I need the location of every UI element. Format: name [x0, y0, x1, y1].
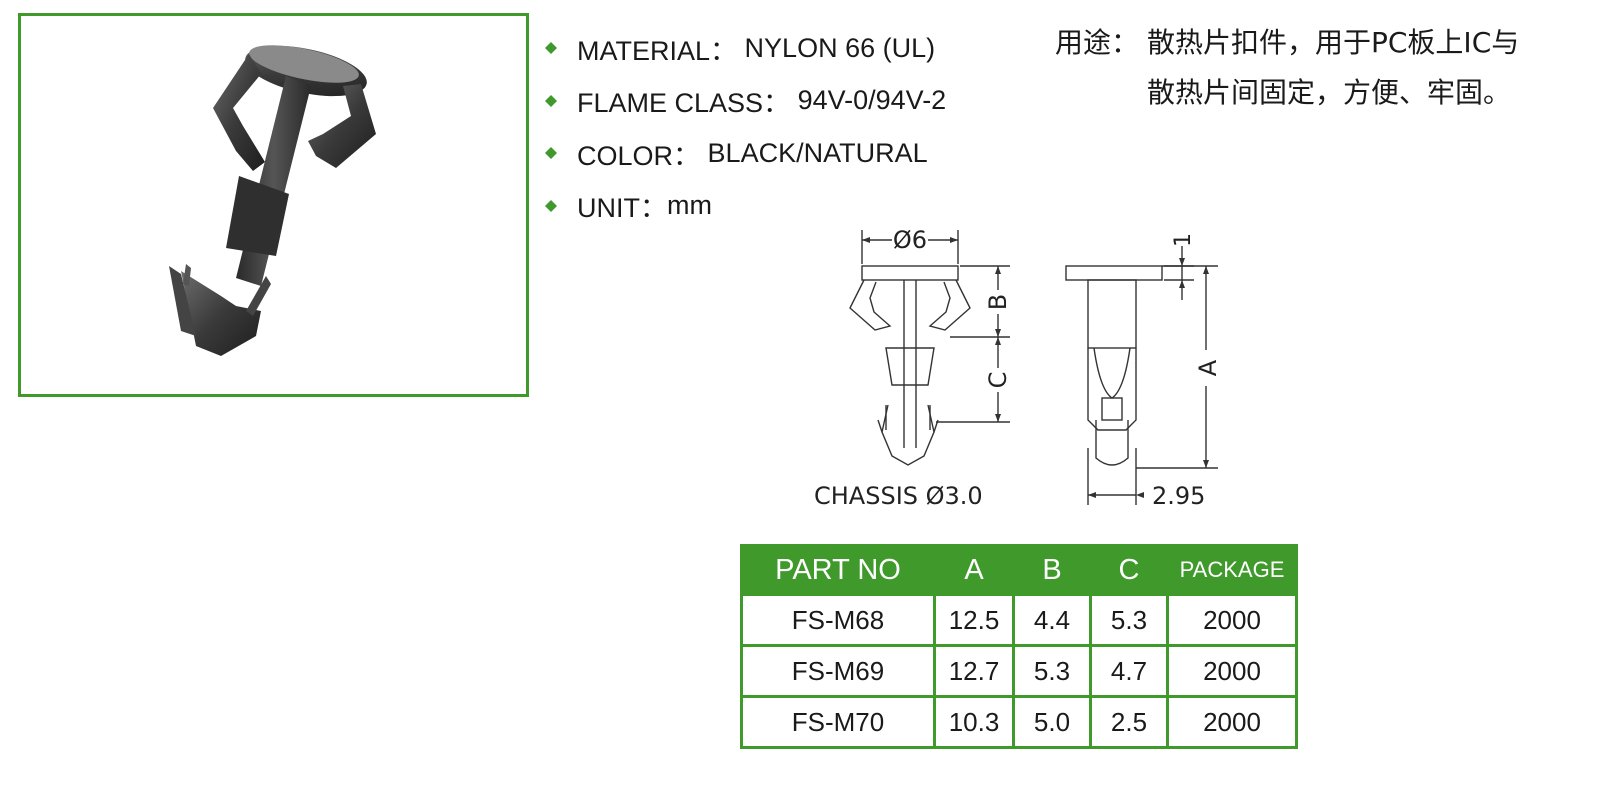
part-table: PART NO A B C PACKAGE FS-M68 12.5 4.4 5.…: [740, 544, 1298, 749]
spec-value: BLACK/NATURAL: [707, 137, 928, 168]
product-photo: [169, 45, 376, 356]
cell-c: 4.7: [1089, 644, 1169, 698]
dim-width-label: 2.95: [1152, 482, 1205, 510]
spec-label: COLOR：: [577, 140, 701, 171]
spec-list: MATERIAL： NYLON 66 (UL) FLAME CLASS： 94V…: [545, 22, 946, 232]
usage-description: 用途： 散热片扣件，用于PC板上IC与 散热片间固定，方便、牢固。: [1055, 18, 1519, 118]
cell-a: 12.7: [933, 644, 1015, 698]
cell-a: 10.3: [933, 695, 1015, 749]
table-row: FS-M69 12.7 5.3 4.7 2000: [740, 644, 1298, 698]
table-row: FS-M70 10.3 5.0 2.5 2000: [740, 695, 1298, 749]
cell-c: 2.5: [1089, 695, 1169, 749]
header-a: A: [933, 545, 1014, 595]
table-row: FS-M68 12.5 4.4 5.3 2000: [740, 593, 1298, 647]
header-package: PACKAGE: [1166, 545, 1297, 595]
green-diamond-icon: [545, 147, 577, 160]
technical-drawing: Ø6 B C 1 A 2.95 CHASSIS Ø3.0: [814, 226, 1222, 510]
cell-package: 2000: [1166, 695, 1298, 749]
header-b: B: [1012, 545, 1091, 595]
usage-line-2: 散热片间固定，方便、牢固。: [1147, 76, 1512, 109]
dim-1-label: 1: [1171, 233, 1196, 247]
spec-item-material: MATERIAL： NYLON 66 (UL): [545, 22, 946, 75]
spec-item-unit: UNIT：mm: [545, 180, 946, 233]
spec-value: mm: [667, 190, 712, 221]
spec-value: 94V-0/94V-2: [797, 85, 947, 116]
header-c: C: [1089, 545, 1168, 595]
spec-item-flame-class: FLAME CLASS： 94V-0/94V-2: [545, 75, 946, 128]
cell-b: 5.0: [1012, 695, 1092, 749]
cell-package: 2000: [1166, 644, 1298, 698]
spec-label: UNIT：: [577, 193, 667, 224]
header-part-no: PART NO: [740, 545, 935, 595]
cell-b: 5.3: [1012, 644, 1092, 698]
usage-label: 用途：: [1055, 26, 1140, 59]
cell-b: 4.4: [1012, 593, 1092, 647]
spec-value: NYLON 66 (UL): [744, 32, 936, 63]
cell-part-no: FS-M68: [740, 593, 936, 647]
green-diamond-icon: [545, 42, 577, 55]
green-diamond-icon: [545, 94, 577, 107]
cell-a: 12.5: [933, 593, 1015, 647]
cell-part-no: FS-M69: [740, 644, 936, 698]
table-header-row: PART NO A B C PACKAGE: [740, 545, 1297, 595]
usage-line-1: 散热片扣件，用于PC板上IC与: [1147, 26, 1520, 59]
cell-package: 2000: [1166, 593, 1298, 647]
product-photo-frame: [18, 13, 529, 397]
dim-c-label: C: [984, 372, 1012, 389]
chassis-label: CHASSIS Ø3.0: [814, 482, 983, 510]
dim-b-label: B: [984, 294, 1012, 310]
spec-label: MATERIAL：: [577, 35, 738, 66]
spec-label: FLAME CLASS：: [577, 88, 791, 119]
green-diamond-icon: [545, 199, 577, 212]
cell-part-no: FS-M70: [740, 695, 936, 749]
spec-item-color: COLOR： BLACK/NATURAL: [545, 127, 946, 180]
dim-a-label: A: [1194, 359, 1222, 376]
dim-diameter-label: Ø6: [893, 226, 927, 254]
cell-c: 5.3: [1089, 593, 1169, 647]
